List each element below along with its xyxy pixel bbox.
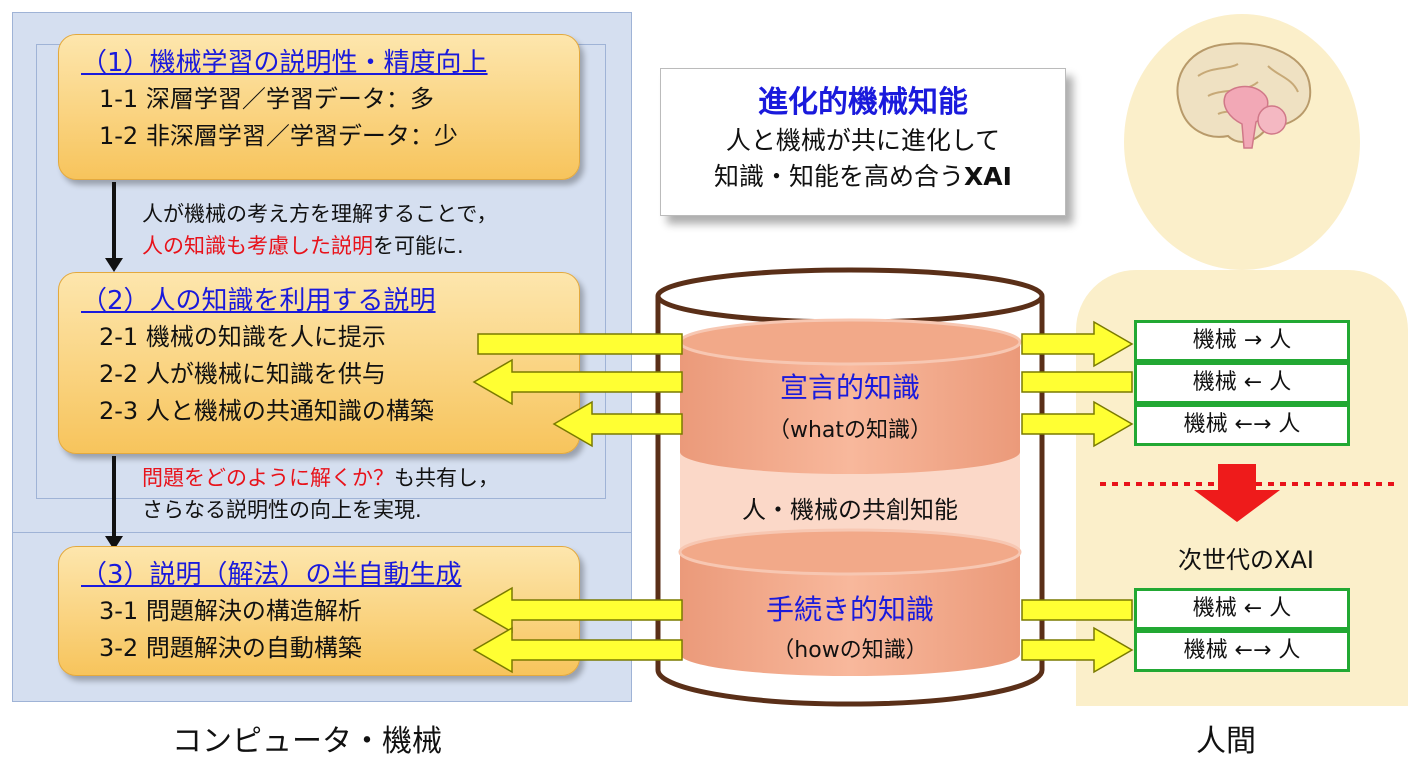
procedural-title: 手続き的知識 xyxy=(765,593,934,626)
concept-xai: XAI xyxy=(964,162,1012,191)
arrow-3-1-left xyxy=(472,586,683,634)
panel-divider xyxy=(12,532,632,533)
arrow-3-2-right xyxy=(1021,626,1134,674)
relation-bidirectional: 機械 ←→ 人 xyxy=(1134,404,1350,446)
concept-card: 進化的機械知能 人と機械が共に進化して 知識・知能を高め合うXAI xyxy=(660,68,1066,216)
declarative-sub: （whatの知識） xyxy=(767,418,933,443)
flow-arrow-2-shaft xyxy=(112,456,116,540)
arrow-2-2-left xyxy=(472,358,683,406)
note1-highlight: 人の知識も考慮した説明 xyxy=(142,234,373,258)
stage2-item-3: 2-3 人と機械の共通知識の構築 xyxy=(99,397,434,425)
stage2-box: （2）人の知識を利用する説明 2-1 機械の知識を人に提示 2-2 人が機械に知… xyxy=(58,272,580,454)
stage2-title[interactable]: （2）人の知識を利用する説明 xyxy=(81,286,436,316)
concept-title: 進化的機械知能 xyxy=(758,85,968,120)
concept-line2: 知識・知能を高め合うXAI xyxy=(661,159,1065,195)
declarative-title: 宣言的知識 xyxy=(779,371,920,404)
stage3-title[interactable]: （3）説明（解法）の半自動生成 xyxy=(81,560,462,590)
next-gen-down-arrow xyxy=(1194,464,1280,522)
procedural-sub: （howの知識） xyxy=(772,638,928,663)
arrow-2-3-right xyxy=(1021,400,1134,448)
computer-label: コンピュータ・機械 xyxy=(172,724,442,759)
note2-line1: 問題をどのように解くか？も共有し， xyxy=(142,462,499,494)
stage1-item-1: 1-1 深層学習／学習データ：多 xyxy=(99,85,434,113)
next-gen-label: 次世代のXAI xyxy=(1178,546,1314,574)
note1-rest: を可能に. xyxy=(373,234,464,258)
flow-arrow-1-shaft xyxy=(112,182,116,262)
relation-machine-to-human: 機械 → 人 xyxy=(1134,320,1350,362)
note2-rest: も共有し， xyxy=(394,466,499,490)
arrow-2-1-right xyxy=(1021,320,1134,368)
stage3-item-1: 3-1 問題解決の構造解析 xyxy=(99,597,362,625)
arrow-2-1-left xyxy=(477,333,683,355)
stage1-item-2: 1-2 非深層学習／学習データ：少 xyxy=(99,122,458,150)
concept-line1: 人と機械が共に進化して xyxy=(725,126,1001,155)
note1-line1: 人が機械の考え方を理解することで， xyxy=(142,202,498,226)
note1-line2: 人の知識も考慮した説明を可能に. xyxy=(142,230,464,262)
note2-line2: さらなる説明性の向上を実現. xyxy=(142,498,422,522)
note2-highlight: 問題をどのように解くか？ xyxy=(142,466,394,490)
next-relation-human-to-machine: 機械 ← 人 xyxy=(1134,588,1350,630)
next-relation-bidirectional: 機械 ←→ 人 xyxy=(1134,630,1350,672)
concept-line2-text: 知識・知能を高め合う xyxy=(714,162,965,191)
stage3-item-2: 3-2 問題解決の自動構築 xyxy=(99,634,362,662)
relation-human-to-machine: 機械 ← 人 xyxy=(1134,362,1350,404)
arrow-2-3-left xyxy=(552,400,683,448)
arrow-2-2-right xyxy=(1021,371,1133,393)
human-label: 人間 xyxy=(1196,724,1256,759)
cocreation-label: 人・機械の共創知能 xyxy=(742,496,958,524)
brain-icon xyxy=(1176,42,1312,149)
arrow-3-2-left xyxy=(472,626,683,674)
flow-arrow-1-head xyxy=(105,258,123,272)
knowledge-cylinder xyxy=(655,267,1045,707)
stage1-box: （1）機械学習の説明性・精度向上 1-1 深層学習／学習データ：多 1-2 非深… xyxy=(58,34,580,180)
stage2-item-2: 2-2 人が機械に知識を供与 xyxy=(99,360,386,388)
stage1-title[interactable]: （1）機械学習の説明性・精度向上 xyxy=(81,48,488,78)
stage2-item-1: 2-1 機械の知識を人に提示 xyxy=(99,323,386,351)
arrow-3-1-right xyxy=(1021,599,1133,621)
